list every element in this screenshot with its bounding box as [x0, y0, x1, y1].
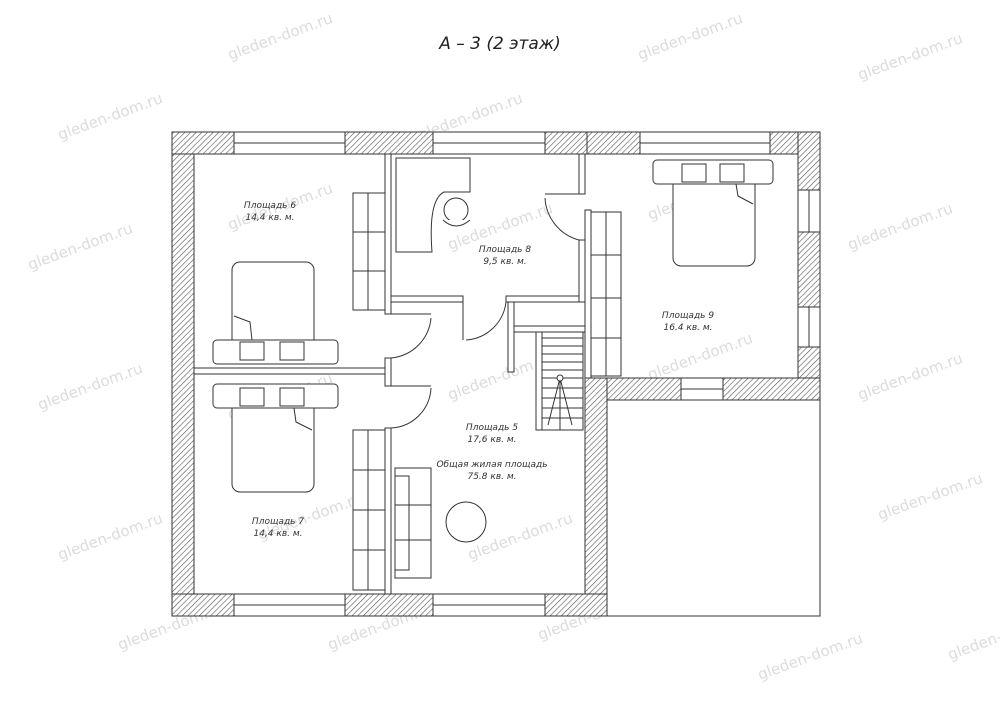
watermark-text: gleden-dom.ru [645, 329, 755, 384]
room-7-name: Площадь 7 [252, 517, 304, 527]
watermark-text: gleden-dom.ru [225, 9, 335, 64]
room-labels: Площадь 6 14,4 кв. м. Площадь 7 14,4 кв.… [244, 201, 714, 539]
room-9-area: 16.4 кв. м. [663, 323, 712, 333]
watermark-text: gleden-dom.ru [55, 89, 165, 144]
room-8-name: Площадь 8 [479, 245, 531, 255]
watermark-text: gleden-dom.ru [35, 359, 145, 414]
windows [233, 131, 821, 617]
room-8-area: 9,5 кв. м. [483, 257, 526, 267]
furniture [212, 157, 774, 591]
watermark-text: gleden-dom.ru [55, 509, 165, 564]
interior-walls [193, 153, 592, 595]
staircase [535, 331, 584, 431]
watermark-text: gleden-dom.ru [855, 349, 965, 404]
room-9-name: Площадь 9 [662, 311, 714, 321]
watermark-text: gleden-dom.ru [855, 29, 965, 84]
total-area-value: 75.8 кв. м. [467, 472, 516, 482]
watermark-text: gleden-dom.ru [635, 9, 745, 64]
garage-area [606, 399, 821, 617]
watermark-text: gleden-dom.ru [755, 629, 865, 684]
total-area-label: Общая жилая площадь [436, 460, 547, 470]
room-5-name: Площадь 5 [466, 423, 518, 433]
room-6-name: Площадь 6 [244, 201, 296, 211]
room-5-area: 17,6 кв. м. [467, 435, 516, 445]
watermark-text: gleden-dom.ru [945, 609, 1000, 664]
watermark-text: gleden-dom.ru [875, 469, 985, 524]
watermark-text: gleden-dom.ru [25, 219, 135, 274]
drawing-title: А – 3 (2 этаж) [438, 34, 561, 54]
room-7-area: 14,4 кв. м. [253, 529, 302, 539]
room-6-area: 14,4 кв. м. [245, 213, 294, 223]
doors [390, 193, 585, 429]
watermark-text: gleden-dom.ru [845, 199, 955, 254]
